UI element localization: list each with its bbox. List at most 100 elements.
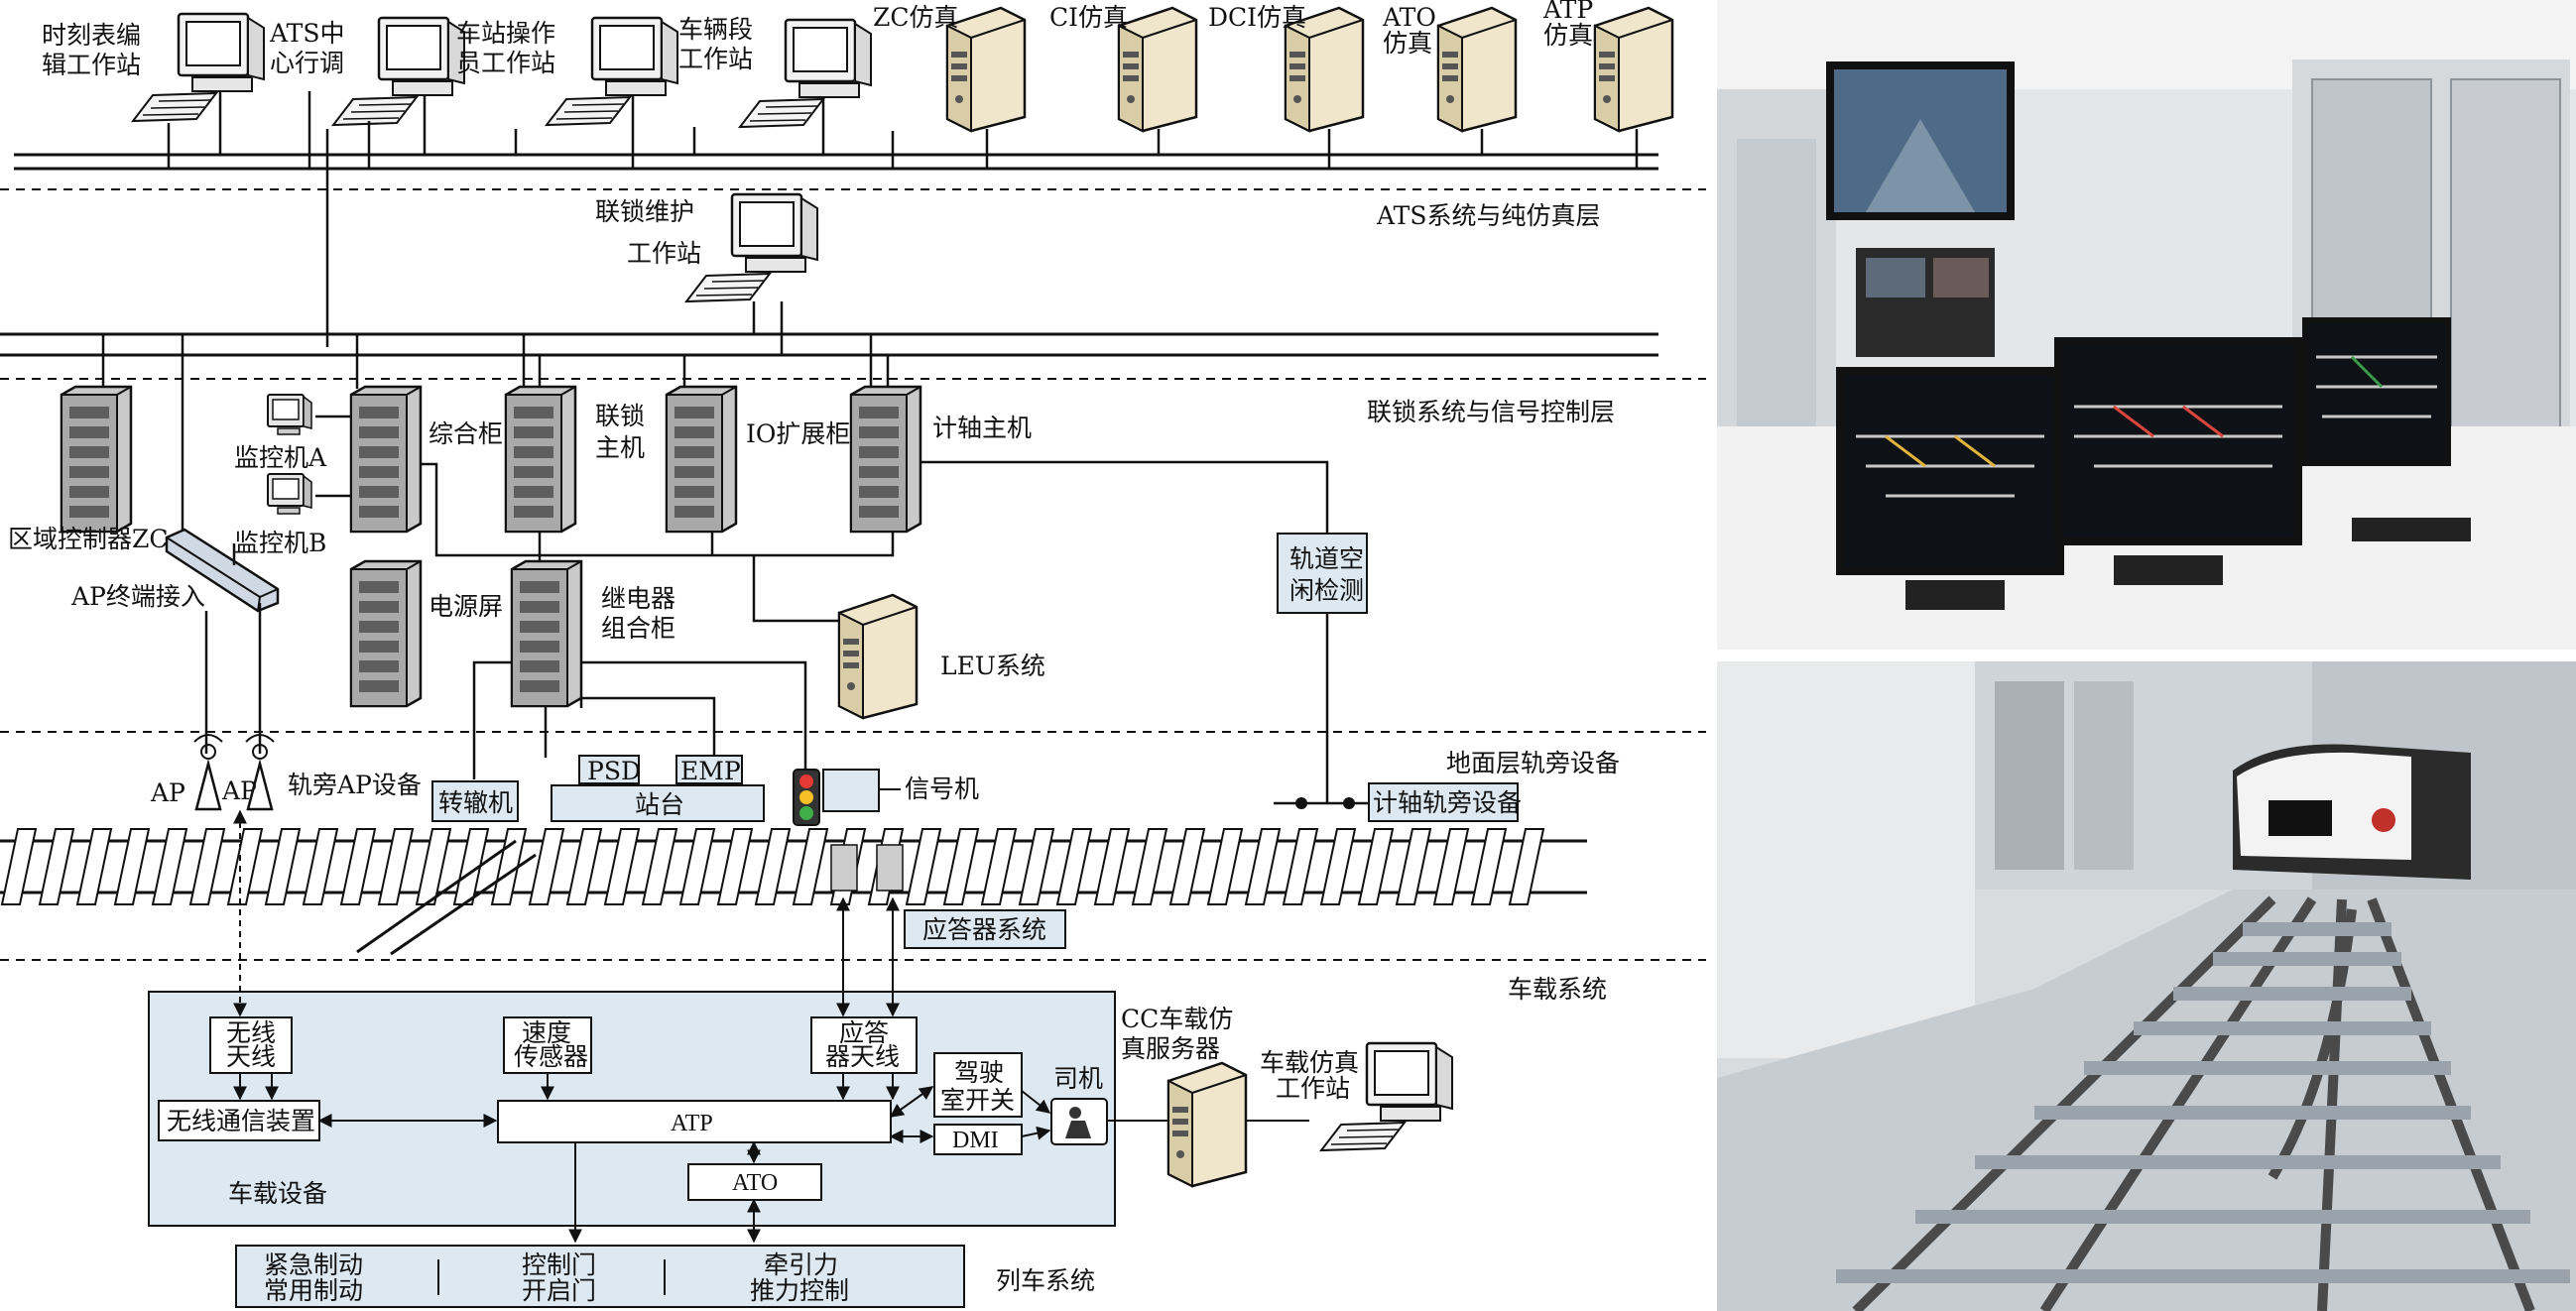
- atp-sim-server-icon: [1593, 6, 1674, 133]
- track-sleeper: [38, 828, 75, 905]
- ap2-label: AP: [221, 776, 257, 805]
- ground-layer-title: 地面层轨旁设备: [1446, 749, 1620, 777]
- cab-switch-box: [933, 1052, 1023, 1118]
- driver-icon: [1050, 1098, 1108, 1145]
- driver-label: 司机: [1053, 1064, 1103, 1093]
- monitor-a-label: 监控机A: [234, 443, 327, 472]
- interlock-ws-label-b: 工作站: [627, 239, 701, 268]
- ap-trackside-label: 轨旁AP设备: [288, 771, 422, 799]
- transponder-1-icon: [830, 844, 858, 892]
- interlock-ws-label-a: 联锁维护: [595, 197, 694, 226]
- track-detection-box: [1277, 533, 1368, 614]
- track-sleeper: [1282, 828, 1319, 905]
- onboard-ws-label-a: 车载仿真: [1260, 1048, 1359, 1077]
- monitor-b-icon: [267, 473, 312, 515]
- transponder-2-icon: [876, 844, 904, 892]
- ats-dispatcher-workstation-icon: [331, 16, 466, 127]
- cc-sim-server-icon: [1166, 1061, 1248, 1188]
- dispatch-monitor-1-icon: [1836, 367, 2064, 575]
- track-detection-label-b: 闲检测: [1289, 576, 1364, 605]
- interlock-host-label-a: 联锁: [595, 402, 645, 430]
- onboard-layer-title: 车载系统: [1508, 975, 1607, 1004]
- test-train-icon: [2233, 744, 2471, 880]
- relay-cabinet-label-b: 组合柜: [601, 614, 675, 643]
- platform-box: [551, 784, 765, 822]
- leu-server-icon: [837, 593, 919, 720]
- dmi-label: DMI: [952, 1128, 999, 1153]
- monitor-a-icon: [267, 394, 312, 435]
- signal-label: 信号机: [905, 775, 979, 803]
- atp-label: ATP: [671, 1111, 713, 1136]
- depot-workstation-icon: [738, 18, 873, 129]
- system-architecture-diagram: 时刻表编 辑工作站 ATS中 心行调 车站操作 员工作站 车辆段 工作站 ZC仿…: [0, 0, 1706, 1308]
- train-system-title: 列车系统: [996, 1266, 1095, 1295]
- transponder-system-box: [904, 909, 1066, 949]
- axle-trackside-label: 计轴轨旁设备: [1373, 788, 1522, 817]
- cc-server-label-a: CC车载仿: [1121, 1005, 1233, 1033]
- switch-machine-label: 转辙机: [438, 788, 513, 817]
- atp-box: [497, 1100, 892, 1143]
- ats-station-label-4a: 车辆段: [678, 15, 753, 44]
- ato-sim-server-icon: [1436, 6, 1518, 133]
- ap-antenna-2-icon: [245, 734, 275, 811]
- general-cabinet-label: 综合柜: [429, 419, 503, 448]
- ap-access-switch-icon: [165, 528, 280, 613]
- track-sleeper: [226, 828, 264, 905]
- track-sleeper: [1432, 828, 1470, 905]
- onboard-ws-label-b: 工作站: [1276, 1074, 1350, 1103]
- radio-antenna-label-b: 天线: [226, 1042, 276, 1071]
- signal-light-icon: [793, 769, 820, 826]
- railway-track: [0, 828, 1587, 956]
- dispatch-monitor-2-icon: [2054, 337, 2302, 545]
- transponder-antenna-label-b: 器天线: [825, 1042, 900, 1071]
- atp-sim-label: ATP: [1542, 0, 1593, 24]
- timetable-workstation-icon: [131, 12, 266, 123]
- axle-trackside-box: [1368, 782, 1519, 822]
- track-sleeper: [1093, 828, 1131, 905]
- track-sleeper: [1357, 828, 1395, 905]
- track-sleeper: [603, 828, 641, 905]
- radio-device-label: 无线通信装置: [167, 1107, 315, 1135]
- platform-label: 站台: [635, 790, 684, 819]
- track-sleeper: [302, 828, 339, 905]
- zc-sim-label: ZC仿真: [873, 3, 959, 32]
- atp-sim-sub-label: 仿真: [1543, 21, 1593, 50]
- transponder-system-label: 应答器系统: [922, 915, 1046, 944]
- interlock-host-icon: [504, 385, 577, 534]
- traction-label-b: 推力控制: [750, 1276, 849, 1305]
- radio-antenna-box: [209, 1016, 293, 1074]
- onboard-equipment-label: 车载设备: [228, 1179, 327, 1208]
- track-sleeper: [264, 828, 302, 905]
- track-sleeper: [792, 828, 829, 905]
- power-panel-icon: [349, 559, 423, 708]
- track-sleeper: [1508, 828, 1545, 905]
- general-cabinet-icon: [349, 385, 423, 534]
- ci-sim-server-icon: [1117, 6, 1198, 133]
- track-sleeper: [1319, 828, 1357, 905]
- dispatch-monitor-3-icon: [2302, 317, 2451, 466]
- track-detection-label-a: 轨道空: [1289, 544, 1364, 573]
- power-panel-label: 电源屏: [429, 592, 503, 621]
- station-operator-workstation-icon: [545, 16, 679, 127]
- track-sleeper: [1244, 828, 1282, 905]
- ats-station-label-2b: 心行调: [270, 49, 344, 77]
- ats-layer-title: ATS系统与纯仿真层: [1376, 201, 1601, 230]
- track-sleeper: [1168, 828, 1206, 905]
- psd-label: PSD: [587, 757, 641, 785]
- onboard-layer: 车载系统 车载设备 无线 天线 速度 传感器 应答 器天线 无线通信装置 ATP…: [0, 809, 1706, 1244]
- ap-access-label: AP终端接入: [70, 582, 205, 611]
- leu-label: LEU系统: [940, 652, 1045, 680]
- dci-sim-label: DCI仿真: [1208, 3, 1306, 32]
- ats-station-label-4b: 工作站: [678, 45, 753, 73]
- transponder-antenna-box: [810, 1016, 918, 1074]
- track-sleeper: [377, 828, 415, 905]
- track-sleeper: [1395, 828, 1432, 905]
- radio-antenna-label-a: 无线: [226, 1018, 276, 1047]
- zc-label: 区域控制器ZC: [8, 525, 169, 553]
- track-sleeper: [1055, 828, 1093, 905]
- track-sleeper: [905, 828, 942, 905]
- ci-sim-label: CI仿真: [1049, 3, 1128, 32]
- ats-station-label-3a: 车站操作: [456, 19, 555, 48]
- track-sleeper: [188, 828, 226, 905]
- radio-device-box: [158, 1100, 320, 1141]
